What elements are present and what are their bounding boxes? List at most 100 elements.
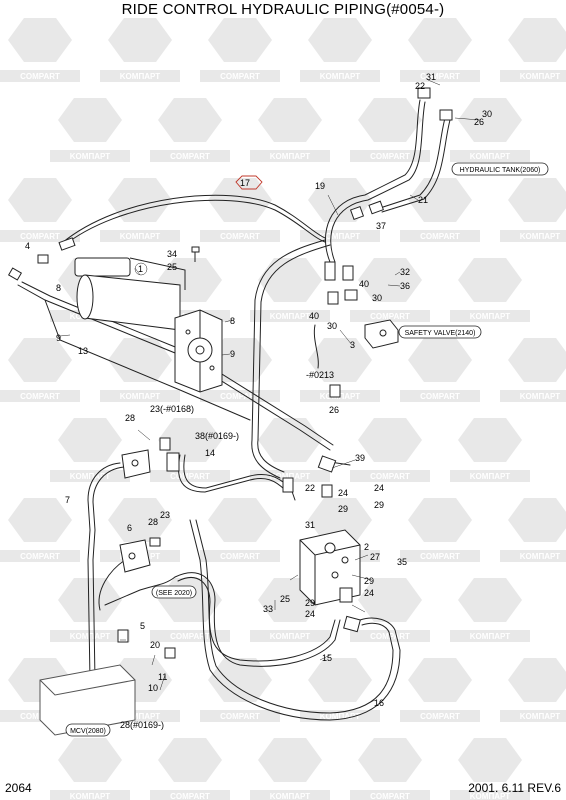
watermark-tile: COMPART: [400, 658, 480, 722]
bolt-34: [191, 246, 200, 262]
callout-13: 13: [78, 346, 88, 356]
manifold-block: [299, 529, 361, 606]
watermark-tile: COMPART: [200, 658, 280, 722]
callout-40a: 40: [359, 279, 369, 289]
callout-31b: 31: [305, 520, 315, 530]
hose-15-inner: [177, 577, 336, 662]
watermark-tile: KOMПAPT: [500, 18, 566, 82]
watermark-text: COMPART: [220, 232, 260, 241]
watermark-text: KOMПAPT: [120, 232, 161, 241]
watermark-tile: COMPART: [400, 18, 480, 82]
hose-21: [379, 117, 446, 209]
watermark-tile: KOMПAPT: [100, 178, 180, 242]
callout-31a: 31: [426, 72, 436, 82]
label-mcv: MCV(2080): [70, 728, 106, 735]
watermark-text: COMPART: [420, 72, 460, 81]
callout-ring-1: [134, 262, 148, 276]
watermark-text: COMPART: [20, 232, 60, 241]
watermark-tile: KOMПAPT: [250, 98, 330, 162]
watermark-tile: KOMПAPT: [50, 418, 130, 482]
watermark-text: KOMПAPT: [120, 72, 161, 81]
watermark-text: KOMПAPT: [520, 712, 561, 721]
watermark-tile: KOMПAPT: [500, 178, 566, 242]
watermark-tile: COMPART: [350, 258, 430, 322]
callout-21: 21: [418, 195, 428, 205]
callout-28b: 28: [148, 517, 158, 527]
watermark-text: COMPART: [370, 792, 410, 800]
watermark-tile: KOMПAPT: [250, 738, 330, 800]
watermark-tile: COMPART: [150, 418, 230, 482]
callout-30c: 30: [327, 321, 337, 331]
watermark-tile: KOMПAPT: [300, 18, 380, 82]
watermark-text: KOMПAPT: [120, 712, 161, 721]
callout-3: 3: [350, 340, 355, 350]
watermark-text: KOMПAPT: [270, 152, 311, 161]
callout-6: 6: [127, 523, 132, 533]
watermark-text: COMPART: [220, 392, 260, 401]
watermark-tile: COMPART: [0, 498, 80, 562]
watermark-text: KOMПAPT: [470, 792, 511, 800]
watermark-text: KOMПAPT: [520, 232, 561, 241]
mounting-bracket: [174, 309, 223, 393]
line-9: [44, 299, 251, 421]
watermark-text: KOMПAPT: [520, 552, 561, 561]
callout-34: 34: [167, 249, 177, 259]
watermark-text: KOMПAPT: [270, 472, 311, 481]
callout-19: 19: [315, 181, 325, 191]
watermark-layer: COMPART KOMПAPT COMPART KOMПAPT COMPART KOMПA…: [0, 18, 566, 800]
watermark-tile: KOMПAPT: [100, 338, 180, 402]
watermark-text: KOMПAPT: [470, 152, 511, 161]
watermark-text: COMPART: [220, 552, 260, 561]
watermark-text: COMPART: [170, 632, 210, 641]
callout-25b: 25: [280, 594, 290, 604]
callout-22a: 22: [415, 81, 425, 91]
annotation-serial-0213: -#0213: [306, 370, 334, 380]
watermark-text: KOMПAPT: [120, 392, 161, 401]
callout-20: 20: [150, 640, 160, 650]
watermark-text: KOMПAPT: [520, 72, 561, 81]
callout-9a: 9: [56, 333, 61, 343]
callout-24a: 24: [338, 488, 348, 498]
watermark-text: KOMПAPT: [70, 632, 111, 641]
callout-8a: 8: [56, 283, 61, 293]
pipe-vertical-center: [251, 239, 326, 479]
watermark-tile: KOMПAPT: [450, 258, 530, 322]
watermark-text: KOMПAPT: [470, 312, 511, 321]
accumulator-cylinder: [74, 257, 186, 331]
label-hydraulic-tank: HYDRAULIC TANK(2060): [460, 167, 541, 174]
callout-14: 14: [205, 448, 215, 458]
callout-40b: 40: [309, 311, 319, 321]
components: [7, 87, 453, 736]
page-title: RIDE CONTROL HYDRAULIC PIPING(#0054-): [122, 1, 445, 18]
watermark-text: KOMПAPT: [70, 152, 111, 161]
watermark-text: KOMПAPT: [470, 472, 511, 481]
callout-10: 10: [148, 683, 158, 693]
watermark-tile: KOMПAPT: [450, 418, 530, 482]
callout-24c: 24: [364, 588, 374, 598]
watermark-tile: COMPART: [350, 738, 430, 800]
watermark-tile: COMPART: [400, 178, 480, 242]
hose-16: [189, 519, 401, 721]
callout-24d: 24: [305, 609, 315, 619]
watermark-tile: KOMПAPT: [300, 178, 380, 242]
watermark-text: COMPART: [370, 152, 410, 161]
label-safety-valve: SAFETY VALVE(2140): [405, 330, 476, 337]
callout-32: 32: [400, 267, 410, 277]
watermark-text: COMPART: [170, 792, 210, 800]
watermark-tile: COMPART: [150, 98, 230, 162]
hose-17: [61, 194, 326, 244]
callout-29a: 29: [338, 504, 348, 514]
page-number: 2064: [5, 781, 32, 795]
callout-30a: 30: [482, 109, 492, 119]
callout-29c: 29: [364, 576, 374, 586]
hose-21-inner: [381, 119, 451, 213]
watermark-text: COMPART: [20, 552, 60, 561]
callout-22b: 22: [305, 483, 315, 493]
callout-5: 5: [140, 621, 145, 631]
valve-block-6: [119, 539, 151, 573]
watermark-tile: COMPART: [0, 18, 80, 82]
watermark-tile: KOMПAPT: [250, 418, 330, 482]
fittings: [7, 87, 453, 659]
callout-11: 11: [158, 672, 167, 682]
